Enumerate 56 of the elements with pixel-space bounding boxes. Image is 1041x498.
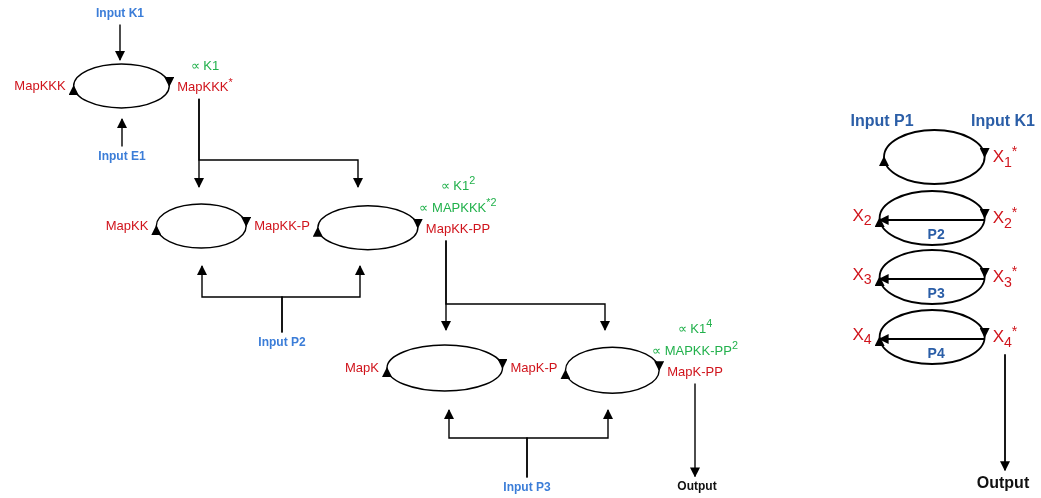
arrow (117, 118, 127, 148)
input-label: Input E1 (98, 150, 146, 164)
input-label: Input P3 (503, 481, 551, 495)
proportionality-note: ∝ MAPKKK$^{*2}$ (419, 197, 497, 216)
cycle-arrow (878, 309, 989, 338)
species-label: MapK-P (510, 360, 558, 376)
cycle-arrow (386, 344, 507, 369)
cycle-arrow (314, 226, 419, 251)
arrow (445, 239, 610, 331)
arrow (878, 215, 986, 225)
cycle-arrow (883, 129, 989, 158)
arrow (526, 409, 613, 479)
species-label: X$_{2}$ (852, 207, 872, 229)
input-label: Input P1 (850, 112, 914, 130)
cycle-arrow (878, 249, 989, 278)
arrow (115, 23, 125, 61)
species-label: MapKK (105, 218, 149, 234)
arrow (1000, 353, 1010, 472)
proportionality-note: ∝ K1 (190, 58, 220, 74)
cycle-arrow (69, 84, 170, 109)
proportionality-note: ∝ K1$^{4}$ (677, 318, 713, 337)
species-label: MapK-PP (667, 365, 723, 380)
input-label: Input K1 (96, 7, 144, 21)
cycle-arrow (875, 336, 986, 365)
output-label: Output (677, 480, 717, 494)
arrow (878, 274, 986, 284)
arrow (281, 265, 365, 334)
species-label: MapK (345, 360, 379, 376)
species-label: MapKKK (14, 78, 66, 94)
species-label: MapKK-P (254, 218, 310, 234)
proportionality-note: ∝ MAPKK-PP$^{2}$ (652, 340, 738, 359)
cycle-arrow (875, 276, 986, 305)
cycle-arrow (72, 63, 173, 87)
cycle-arrow (317, 205, 422, 229)
cycle-arrow (878, 190, 989, 219)
cycle-arrow (383, 367, 504, 392)
species-label: MapKK-PP (425, 222, 491, 237)
output-label: Output (976, 474, 1030, 492)
arrow (690, 382, 700, 478)
arrow (878, 334, 986, 344)
edge-label: P4 (926, 345, 946, 361)
species-label: X$_{3}$ (852, 266, 872, 288)
cycle-arrow (155, 203, 250, 227)
cycle-arrow (152, 225, 247, 249)
species-label: MapKKK$^{*}$ (177, 77, 233, 95)
cycle-arrow (561, 369, 660, 394)
cycle-arrow (564, 346, 663, 372)
edge-label: P3 (926, 285, 946, 301)
edge-label: P2 (926, 226, 946, 242)
cycle-arrow (875, 217, 986, 246)
cycle-arrow (880, 156, 986, 185)
proportionality-note: ∝ K1$^{2}$ (440, 175, 476, 194)
arrow (198, 97, 363, 188)
input-label: Input K1 (971, 112, 1035, 130)
species-label: X$_{4}$ (852, 326, 872, 348)
input-label: Input P2 (258, 336, 306, 350)
